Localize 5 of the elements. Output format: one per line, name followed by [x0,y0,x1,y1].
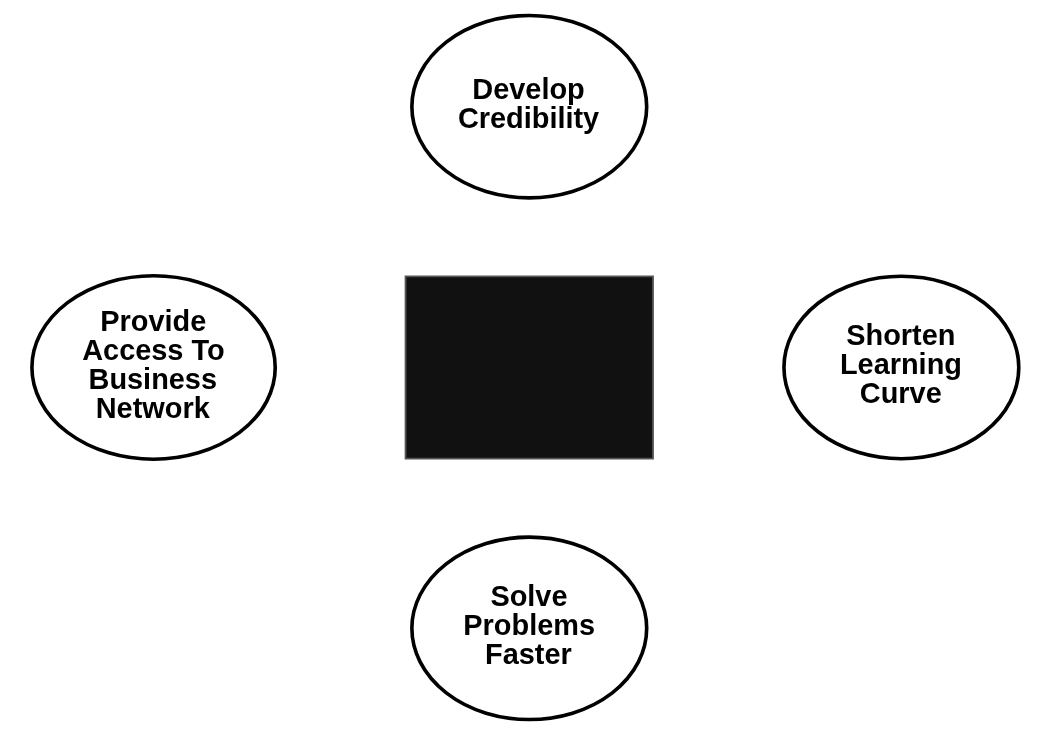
node-box [404,275,654,460]
node-ellipse: Provide Access To Business Network [30,273,278,462]
node-ellipse: Solve Problems Faster [410,535,649,722]
node-ellipse: Shorten Learning Curve [782,274,1021,461]
node-ellipse: Develop Credibility [410,13,649,200]
